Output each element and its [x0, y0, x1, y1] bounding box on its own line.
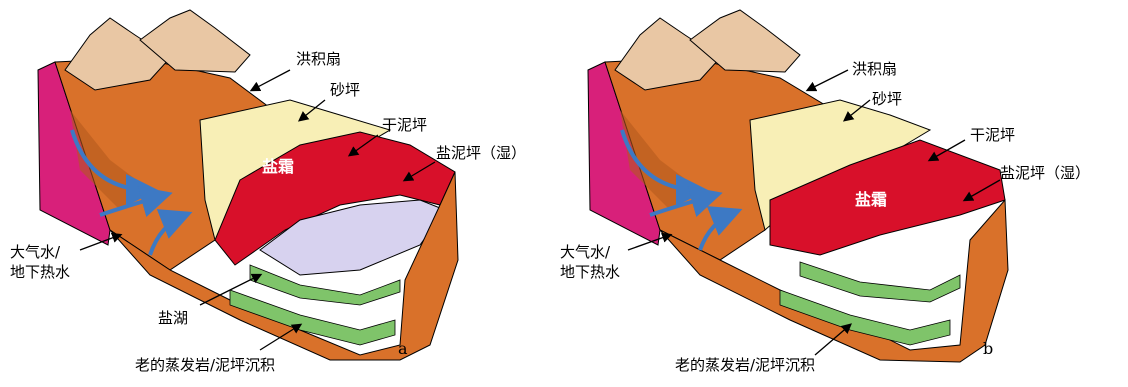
panel-a-meteoric-water-label: 大气水/	[10, 243, 61, 261]
panel-a-pointer-dry	[347, 134, 379, 157]
panel-b-mountain-right	[689, 9, 801, 73]
panel-b-letter: b	[983, 339, 993, 358]
panel-a-sand-flat-label: 砂坪	[330, 81, 360, 99]
panel-b-meteoric-water-label: 大气水/	[560, 243, 611, 261]
panel-b-green-layer-upper	[799, 261, 961, 303]
panel-a-water-arrow-2	[99, 186, 173, 217]
panel-a-old-deposits-label: 老的蒸发岩/泥坪沉积	[135, 356, 275, 374]
panel-b-magenta-wall	[587, 61, 661, 246]
panel-a-saline-mudflat-label: 盐泥坪（湿）	[436, 144, 526, 162]
panel-b-sand-flat-label: 砂坪	[872, 90, 902, 108]
panel-a-pointer-water	[79, 232, 123, 251]
panel-a-green-layer	[229, 289, 396, 346]
panel-b: 洪积扇 砂坪 干泥坪 盐泥坪（湿） 盐霜 大气水/ 地下热水 老的蒸发岩/泥坪沉…	[560, 9, 1090, 374]
panel-a-pointer-sand	[297, 99, 326, 122]
panel-a-pointer-lake	[199, 273, 263, 306]
panel-a-pointer-fan	[249, 69, 291, 92]
panel-b-groundwater-label: 地下热水	[560, 263, 620, 281]
panel-b-pointer-old	[814, 323, 852, 356]
panel-a-groundwater-label: 地下热水	[10, 263, 70, 281]
panel-b-green-layer	[779, 289, 951, 346]
panel-a-magenta-wall	[37, 61, 111, 246]
panel-b-pointer-saline	[962, 179, 1001, 202]
panel-a-mountain-right	[139, 9, 251, 73]
panel-a-green-layer-upper	[249, 264, 401, 306]
panel-b-pointer-dry	[927, 139, 966, 162]
panel-b-salt-mudflat	[769, 139, 1006, 256]
panel-a-salt-lake-label: 盐湖	[158, 309, 188, 327]
panel-a-water-arrow-3	[148, 209, 193, 256]
panel-a-dry-mudflat-label: 干泥坪	[382, 116, 427, 134]
panel-b-old-deposits-label: 老的蒸发岩/泥坪沉积	[675, 356, 815, 374]
panel-b-pointer-fan	[805, 69, 849, 92]
panel-a-salt-crust-label: 盐霜	[262, 157, 294, 176]
panel-b-alluvial-fan-label: 洪积扇	[852, 60, 897, 78]
panel-a-alluvial-fan-label: 洪积扇	[296, 50, 341, 68]
panel-a: 洪积扇 砂坪 干泥坪 盐泥坪（湿） 盐霜 大气水/ 地下热水 盐湖 老的蒸发岩/…	[10, 9, 526, 374]
panel-b-dry-mudflat-label: 干泥坪	[970, 126, 1015, 144]
panel-a-pointer-saline	[402, 161, 436, 182]
panel-b-saline-mudflat-label: 盐泥坪（湿）	[1000, 164, 1090, 182]
panel-b-pointer-water	[627, 232, 673, 251]
panel-b-water-arrow-2	[649, 186, 723, 217]
panel-b-pointer-sand	[842, 99, 871, 122]
panel-a-letter: a	[398, 339, 408, 358]
panel-b-water-arrow-3	[698, 206, 743, 251]
panel-b-salt-crust-label: 盐霜	[855, 190, 887, 209]
panel-a-pointer-old	[259, 323, 303, 351]
